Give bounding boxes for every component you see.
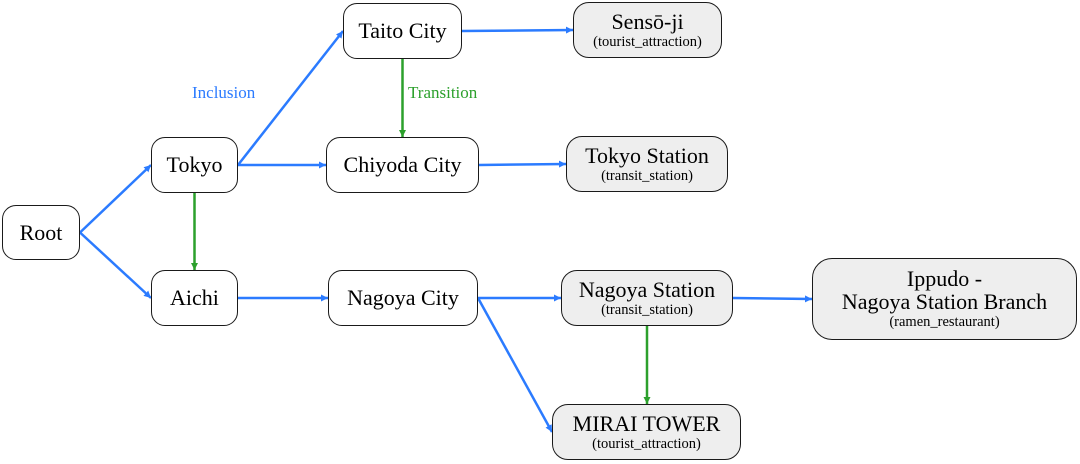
node-taito-city[interactable]: Taito City: [343, 3, 462, 59]
node-title: Chiyoda City: [343, 152, 462, 178]
edge-inclusion-chiyoda-to-tokyo_station: [478, 160, 567, 168]
node-title-line2: Nagoya Station Branch: [841, 289, 1048, 315]
node-aichi[interactable]: Aichi: [151, 270, 238, 326]
node-title: Root: [19, 219, 63, 245]
node-category: (tourist_attraction): [593, 33, 702, 50]
node-category: (transit_station): [601, 167, 693, 184]
edge-inclusion-nagoya_city-to-mirai_tower: [476, 297, 554, 433]
node-mirai-tower[interactable]: MIRAI TOWER (tourist_attraction): [552, 404, 741, 460]
node-title: Tokyo Station: [585, 142, 709, 168]
node-title: MIRAI TOWER: [572, 410, 721, 436]
node-chiyoda-city[interactable]: Chiyoda City: [326, 137, 479, 193]
edge-inclusion-nagoya_station-to-ippudo: [732, 295, 813, 303]
node-title: Nagoya City: [347, 285, 459, 311]
node-title: Tokyo: [166, 152, 223, 178]
node-title: Nagoya Station: [578, 276, 716, 302]
node-title: Aichi: [170, 285, 219, 311]
edge-inclusion-root-to-aichi: [79, 231, 152, 299]
node-tokyo-station[interactable]: Tokyo Station (transit_station): [566, 136, 728, 192]
node-title: Sensō-ji: [611, 8, 684, 34]
transition-edge-label: Transition: [408, 83, 478, 102]
node-category: (tourist_attraction): [592, 435, 701, 452]
node-category: (transit_station): [601, 301, 693, 318]
node-nagoya-station[interactable]: Nagoya Station (transit_station): [561, 270, 733, 326]
edge-inclusion-root-to-tokyo: [79, 164, 152, 234]
edge-inclusion-tokyo-to-taito: [237, 30, 344, 166]
node-nagoya-city[interactable]: Nagoya City: [328, 270, 478, 326]
node-category: (ramen_restaurant): [889, 314, 1000, 331]
node-title: Taito City: [358, 18, 447, 44]
inclusion-edge-label: Inclusion: [192, 83, 256, 102]
node-tokyo[interactable]: Tokyo: [151, 137, 238, 193]
node-title-line1: Ippudo -: [906, 266, 983, 292]
edge-inclusion-taito-to-sensoji: [461, 26, 574, 34]
node-sensoji[interactable]: Sensō-ji (tourist_attraction): [573, 2, 722, 58]
node-ippudo[interactable]: Ippudo - Nagoya Station Branch (ramen_re…: [812, 258, 1077, 340]
node-root[interactable]: Root: [2, 205, 80, 260]
